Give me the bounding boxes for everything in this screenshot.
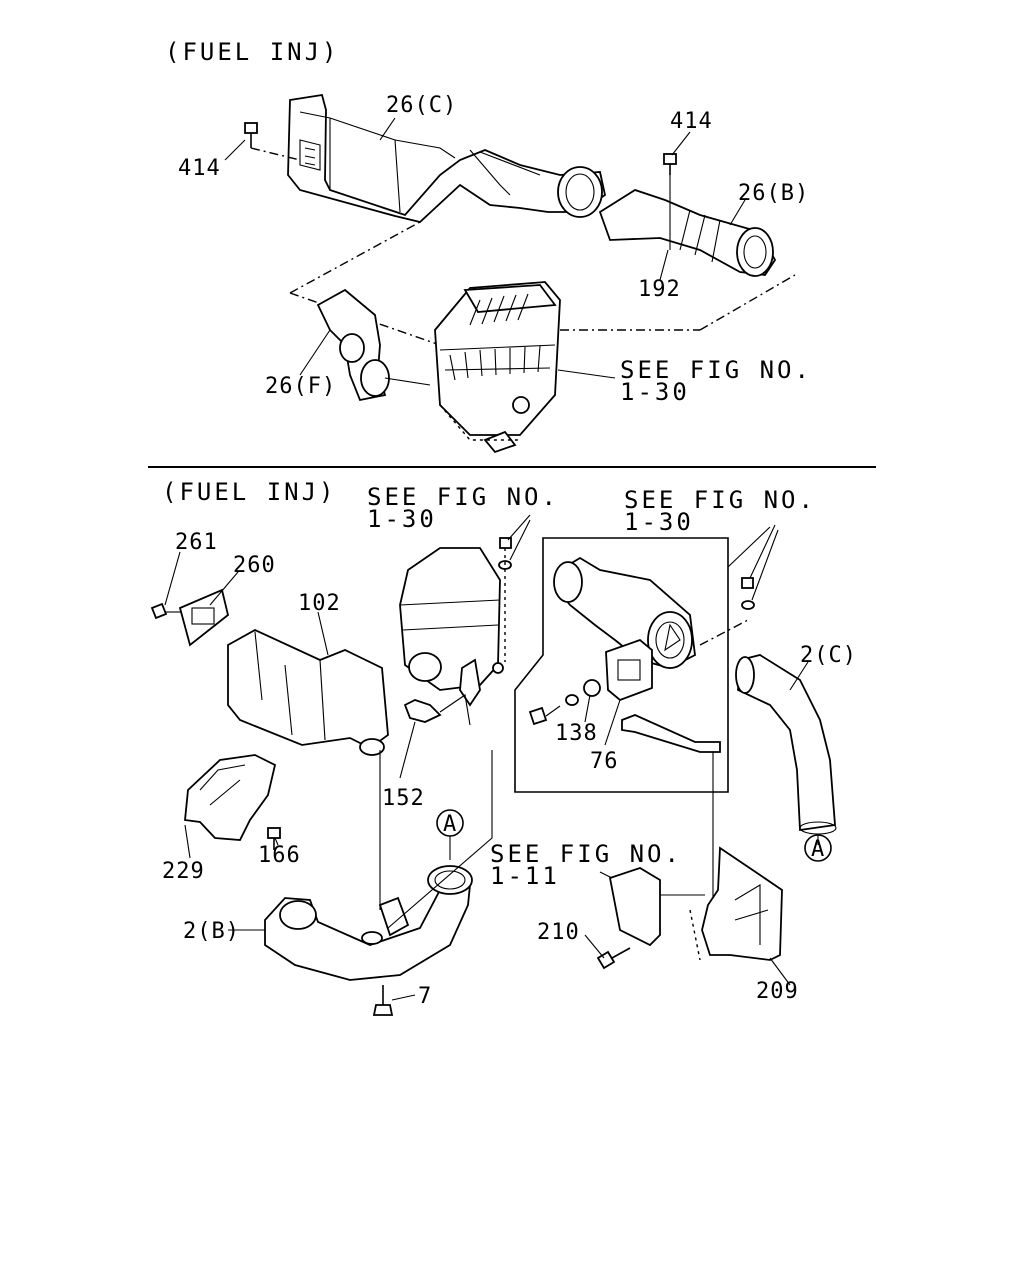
leader-260	[209, 571, 239, 606]
label-26b: 26(B)	[738, 181, 809, 206]
see-fig-top-line2: 1-30	[620, 378, 690, 406]
leader-138	[584, 694, 591, 723]
see-fig-c-line1: SEE FIG NO.	[490, 840, 682, 868]
top-header: (FUEL INJ)	[165, 38, 340, 66]
leader-26f	[299, 329, 331, 376]
bolt-see-fig-b	[727, 524, 779, 610]
label-138: 138	[555, 721, 598, 746]
leader-414-left	[224, 139, 246, 161]
label-102: 102	[298, 591, 341, 616]
see-fig-a-line1: SEE FIG NO.	[367, 483, 559, 511]
label-414-right: 414	[670, 109, 713, 134]
ref-a-right-text: A	[811, 837, 825, 862]
label-209: 209	[756, 979, 799, 1004]
leader-414-right	[671, 131, 691, 156]
hose-2b	[264, 865, 473, 981]
label-210: 210	[537, 920, 580, 945]
see-fig-c-line2: 1-11	[490, 862, 560, 890]
see-fig-a-line2: 1-30	[367, 505, 437, 533]
label-260: 260	[233, 553, 276, 578]
bolt-7	[372, 985, 394, 1016]
see-fig-b-line1: SEE FIG NO.	[624, 486, 816, 514]
label-414-left: 414	[178, 156, 221, 181]
label-2b: 2(B)	[183, 919, 240, 944]
reference-a-left: A	[436, 809, 464, 860]
air-cleaner	[434, 281, 561, 454]
leader-210	[584, 934, 605, 959]
leader-76	[604, 699, 621, 746]
label-261: 261	[175, 530, 218, 555]
leader-see-fig-c	[599, 871, 613, 879]
elbow-hose-26f	[316, 288, 431, 402]
leader-2c	[789, 661, 809, 691]
reference-a-right: A	[804, 834, 832, 862]
label-166: 166	[258, 843, 301, 868]
leader-see-fig-top	[557, 369, 616, 379]
bolt-see-fig-a	[498, 514, 531, 662]
air-cleaner-bottom	[399, 547, 504, 726]
bottom-header: (FUEL INJ)	[162, 478, 337, 506]
connector-lines-1	[379, 750, 493, 929]
inset-box	[514, 537, 749, 793]
bottom-section: (FUEL INJ) SEE FIG NO. 1-30 SEE FIG NO. …	[150, 478, 857, 1016]
leader-261	[164, 551, 181, 606]
resonator-102	[227, 628, 389, 756]
bracket-209	[596, 846, 783, 970]
label-229: 229	[162, 859, 205, 884]
bracket-260	[150, 588, 230, 647]
bolt-414-left	[244, 122, 301, 161]
duct-26b	[598, 189, 777, 277]
label-26f: 26(F)	[265, 374, 336, 399]
bolt-414-right	[663, 153, 677, 250]
leader-166	[274, 837, 279, 846]
hose-2c	[735, 654, 837, 845]
leader-209	[769, 957, 791, 986]
top-section: (FUEL INJ)	[165, 38, 812, 454]
label-76: 76	[590, 749, 619, 774]
ref-a-left-text: A	[443, 812, 457, 837]
leader-7	[391, 994, 416, 1001]
intake-duct-26c	[287, 93, 607, 223]
label-152: 152	[382, 786, 425, 811]
leader-102	[317, 611, 329, 656]
leader-229	[184, 824, 191, 859]
see-fig-top-line1: SEE FIG NO.	[620, 356, 812, 384]
label-7: 7	[418, 984, 432, 1009]
see-fig-b-line2: 1-30	[624, 508, 694, 536]
leader-26c	[379, 117, 396, 141]
label-26c: 26(C)	[386, 93, 457, 118]
label-2c: 2(C)	[800, 643, 857, 668]
leader-152	[399, 721, 416, 779]
label-192: 192	[638, 277, 681, 302]
heat-shield-229	[184, 754, 281, 850]
leader-192	[659, 249, 669, 281]
leader-26b	[729, 199, 746, 226]
